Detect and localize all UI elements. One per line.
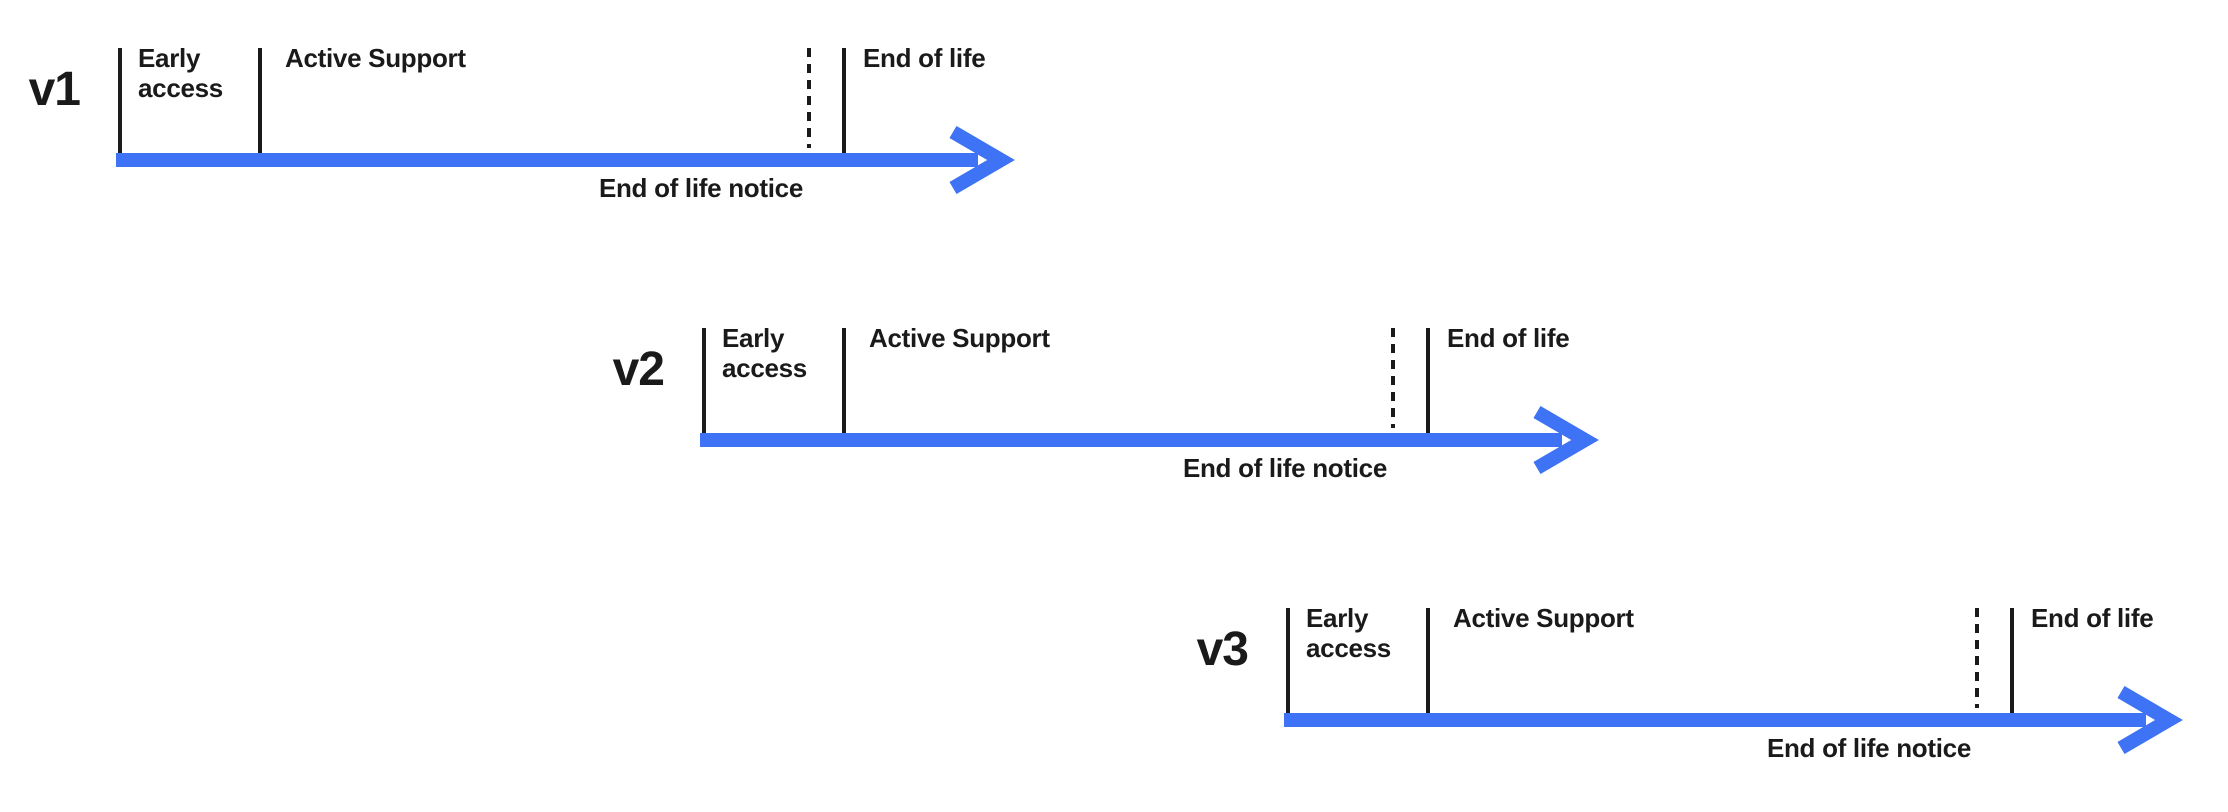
end-of-life-label: End of life <box>1447 323 1570 353</box>
active-support-label: Active Support <box>1453 603 1634 633</box>
early-access-label-line2: access <box>138 73 223 103</box>
early-access-start-tick <box>118 48 122 153</box>
early-access-label-line2: access <box>1306 633 1391 663</box>
active-support-label: Active Support <box>869 323 1050 353</box>
eol-notice-dashed-line <box>1975 608 1979 708</box>
timeline-arrow-icon <box>116 125 1015 195</box>
end-of-life-notice-label: End of life notice <box>1182 453 1387 483</box>
timeline-row-v2: v2 Early access Active Support End of li… <box>582 310 1642 510</box>
timeline-row-v1: v1 Early access Active Support End of li… <box>0 30 1058 230</box>
early-access-label-line2: access <box>722 353 807 383</box>
early-access-start-tick <box>1286 608 1290 713</box>
timeline-arrow-icon <box>700 405 1599 475</box>
active-support-start-tick <box>258 48 262 153</box>
end-of-life-label: End of life <box>2031 603 2154 633</box>
end-of-life-label: End of life <box>863 43 986 73</box>
version-label: v2 <box>612 343 665 396</box>
version-label: v3 <box>1196 623 1249 676</box>
version-label: v1 <box>28 63 81 116</box>
timeline-arrow-icon <box>1284 685 2183 755</box>
active-support-start-tick <box>842 328 846 433</box>
eol-notice-dashed-line <box>807 48 811 148</box>
early-access-label: Early access <box>1306 603 1391 663</box>
early-access-label-line1: Early <box>1306 603 1369 633</box>
early-access-start-tick <box>702 328 706 433</box>
early-access-label-line1: Early <box>722 323 785 353</box>
end-of-life-notice-label: End of life notice <box>1766 733 1971 763</box>
eol-notice-dashed-line <box>1391 328 1395 428</box>
end-of-life-tick <box>842 48 846 153</box>
end-of-life-notice-label: End of life notice <box>598 173 803 203</box>
active-support-start-tick <box>1426 608 1430 713</box>
end-of-life-tick <box>1426 328 1430 433</box>
active-support-label: Active Support <box>285 43 466 73</box>
early-access-label: Early access <box>138 43 223 103</box>
early-access-label-line1: Early <box>138 43 201 73</box>
early-access-label: Early access <box>722 323 807 383</box>
end-of-life-tick <box>2010 608 2014 713</box>
timeline-row-v3: v3 Early access Active Support End of li… <box>1166 590 2226 790</box>
